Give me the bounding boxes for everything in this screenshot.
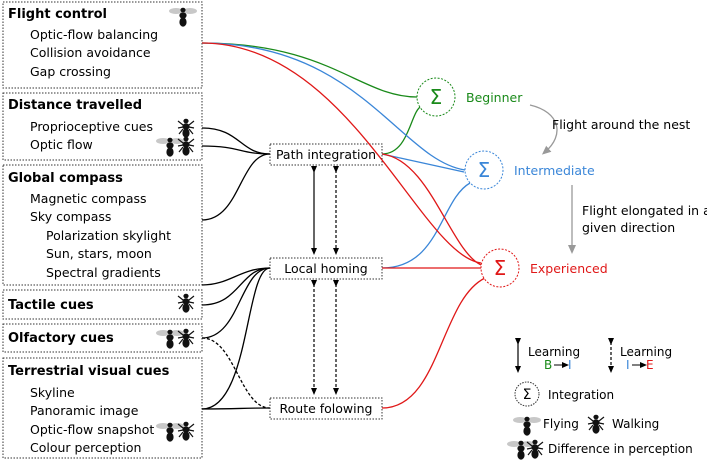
legend-difference: Difference in perception [548, 442, 693, 456]
module-label-local-homing: Local homing [284, 261, 367, 276]
label-experienced: Experienced [530, 261, 608, 276]
item-colour-perception: Colour perception [30, 440, 141, 455]
transition-arrows [529, 104, 576, 254]
sigma-icon: Σ [523, 387, 532, 403]
integrator-intermediate: Σ [464, 150, 504, 190]
flying-bee-icon [169, 8, 197, 27]
box-distance-travelled: Distance travelled Proprioceptive cues O… [2, 92, 203, 161]
module-route-following: Route folowing [269, 397, 383, 420]
module-label-route-following: Route folowing [280, 401, 373, 416]
flying-bee-icon [507, 441, 535, 460]
box-title-distance-travelled: Distance travelled [8, 98, 142, 113]
item-gap-crossing: Gap crossing [30, 64, 111, 79]
item-optic-flow: Optic flow [30, 137, 93, 152]
intermediate-connections [201, 42, 471, 269]
item-polarization-skylight: Polarization skylight [46, 228, 171, 243]
item-sun-stars-moon: Sun, stars, moon [46, 246, 152, 261]
input-connections [201, 127, 271, 410]
label-intermediate: Intermediate [514, 163, 595, 178]
legend-b: B [544, 358, 552, 372]
box-title-global-compass: Global compass [8, 171, 123, 186]
walking-bee-icon [177, 293, 195, 314]
legend-learning-1: Learning [528, 345, 580, 359]
module-local-homing: Local homing [269, 257, 383, 280]
legend-integration: Integration [548, 388, 614, 402]
walking-bee-icon [587, 414, 605, 435]
item-panoramic-image: Panoramic image [30, 403, 139, 418]
item-spectral-gradients: Spectral gradients [46, 265, 161, 280]
integrator-beginner: Σ [416, 77, 456, 117]
box-flight-control: Flight control Optic-flow balancing Coll… [2, 1, 203, 89]
transition-label-2b: given direction [582, 220, 675, 235]
item-optic-flow-snapshot: Optic-flow snapshot [30, 422, 154, 437]
sigma-icon: Σ [494, 256, 507, 280]
box-tactile-cues: Tactile cues [2, 289, 203, 320]
experienced-connections [201, 42, 486, 409]
item-magnetic-compass: Magnetic compass [30, 191, 147, 206]
sigma-icon: Σ [430, 85, 443, 109]
walking-bee-icon [177, 118, 195, 139]
box-global-compass: Global compass Magnetic compass Sky comp… [2, 164, 203, 286]
label-beginner: Beginner [466, 90, 523, 105]
box-terrestrial-visual-cues: Terrestrial visual cues Skyline Panorami… [2, 357, 203, 459]
learning-arrows [311, 166, 339, 395]
box-title-olfactory-cues: Olfactory cues [8, 331, 114, 346]
item-skyline: Skyline [30, 385, 75, 400]
box-olfactory-cues: Olfactory cues [2, 323, 203, 353]
module-label-path-integration: Path integration [276, 147, 376, 162]
legend-e: E [646, 358, 654, 372]
transition-label-2a: Flight elongated in a [582, 203, 707, 218]
item-optic-flow-balancing: Optic-flow balancing [30, 27, 158, 42]
box-title-terrestrial-visual-cues: Terrestrial visual cues [8, 364, 170, 379]
transition-label-1: Flight around the nest [552, 117, 690, 132]
legend-i2: I [626, 358, 630, 372]
legend: Learning B I Learning I E Σ Integration … [507, 338, 693, 460]
beginner-connections [201, 42, 423, 155]
flying-bee-icon [513, 417, 541, 436]
module-path-integration: Path integration [269, 143, 383, 166]
legend-flying: Flying [543, 417, 579, 431]
box-title-tactile-cues: Tactile cues [8, 298, 94, 313]
item-sky-compass: Sky compass [30, 209, 111, 224]
legend-i: I [568, 358, 572, 372]
box-title-flight-control: Flight control [8, 7, 107, 22]
legend-walking: Walking [612, 417, 659, 431]
item-proprioceptive-cues: Proprioceptive cues [30, 119, 153, 134]
legend-learning-2: Learning [620, 345, 672, 359]
sigma-icon: Σ [478, 158, 491, 182]
integrator-experienced: Σ [480, 248, 520, 288]
item-collision-avoidance: Collision avoidance [30, 45, 151, 60]
